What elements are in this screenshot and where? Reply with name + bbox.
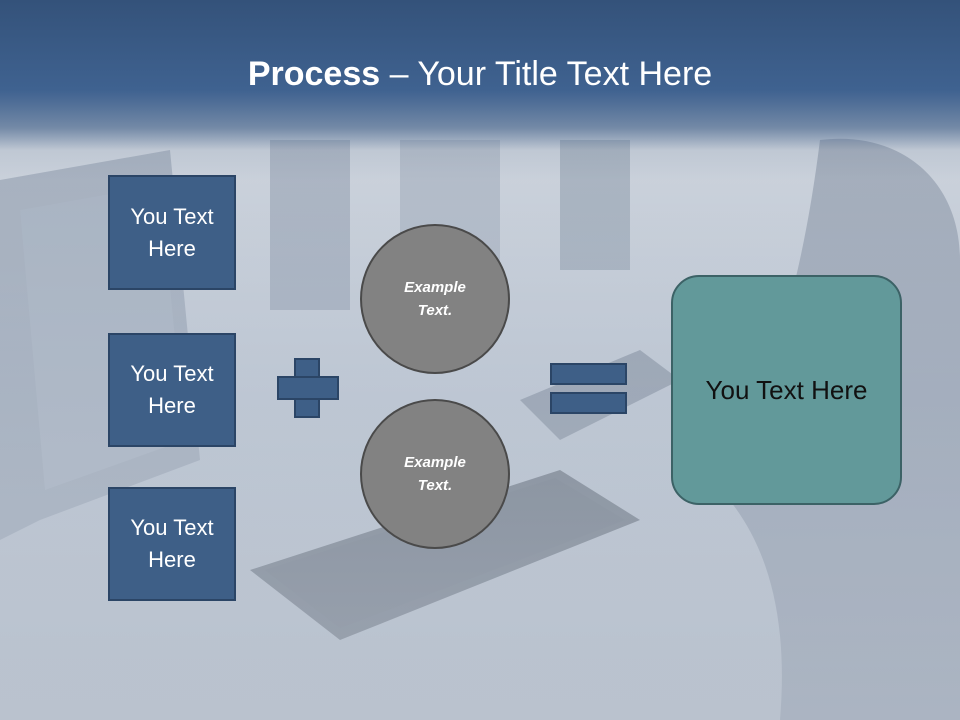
example-circle-2: Example Text.: [360, 399, 510, 549]
example-circle-1-label: Example Text.: [404, 279, 466, 319]
input-box-2-label: You Text Here: [130, 361, 214, 418]
title-rest: – Your Title Text Here: [380, 55, 713, 93]
title-band: [0, 0, 960, 150]
input-box-2: You Text Here: [108, 333, 236, 447]
result-box-label: You Text Here: [705, 374, 868, 405]
equals-bottom-bar: [550, 392, 627, 414]
input-box-1-label: You Text Here: [130, 203, 214, 261]
plus-center: [296, 378, 318, 398]
result-box: You Text Here: [671, 275, 902, 505]
input-box-3: You Text Here: [108, 487, 236, 601]
equals-top-bar: [550, 363, 627, 385]
input-box-3-label: You Text Here: [130, 515, 214, 572]
example-circle-1: Example Text.: [360, 224, 510, 374]
input-box-1: You Text Here: [108, 175, 236, 290]
slide-title: Process – Your Title Text Here: [0, 52, 960, 96]
title-bold: Process: [247, 55, 381, 93]
example-circle-2-label: Example Text.: [404, 454, 466, 494]
